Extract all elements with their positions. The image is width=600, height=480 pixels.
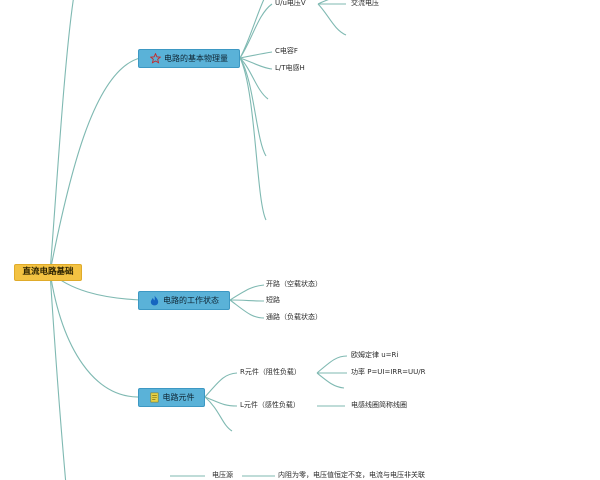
star-outline-icon <box>150 53 161 64</box>
topic-node-working-states[interactable]: 电路的工作状态 <box>138 291 230 310</box>
link-elements-r <box>204 372 238 398</box>
link-states-closed <box>229 299 265 319</box>
leaf-coil[interactable]: 电感线圈简称线圈 <box>351 401 407 409</box>
leaf-power[interactable]: 功率 P=UI=IRR=UU/R <box>351 368 426 376</box>
root-label: 直流电路基础 <box>22 267 74 278</box>
leaf-voltage[interactable]: U/u电压V <box>275 0 306 7</box>
link-r-down <box>316 372 345 389</box>
leaf-r-element[interactable]: R元件（阻性负载） <box>240 368 301 376</box>
link-voltage-down <box>317 3 347 36</box>
link-quantities-empty-1 <box>239 57 269 100</box>
leaf-l-element[interactable]: L元件（感性负载） <box>240 401 300 409</box>
leaf-open-circuit[interactable]: 开路（空载状态） <box>266 280 322 288</box>
link-quantities-inductance <box>239 57 273 70</box>
link-states-short <box>229 299 265 302</box>
leaf-capacitance[interactable]: C电容F <box>275 47 298 55</box>
link-root-down <box>49 271 67 480</box>
root-node[interactable]: 直流电路基础 <box>14 264 82 281</box>
topic-label: 电路的基本物理量 <box>164 53 228 63</box>
link-voltage-up <box>317 0 329 5</box>
link-quantities-top <box>239 0 265 59</box>
link-root-quantities <box>49 57 141 273</box>
link-quantities-empty-2 <box>239 57 267 157</box>
topic-node-circuit-elements[interactable]: 电路元件 <box>138 388 205 407</box>
link-r-ohm <box>316 355 348 374</box>
leaf-short-circuit[interactable]: 短路 <box>266 296 280 304</box>
link-quantities-empty-3 <box>239 57 267 221</box>
leaf-voltage-source[interactable]: 电压源 <box>212 471 233 479</box>
leaf-ohms-law[interactable]: 欧姆定律 u=Ri <box>351 351 399 359</box>
flame-icon <box>149 295 160 306</box>
link-elements-l <box>204 396 238 407</box>
link-elements-down <box>204 396 233 432</box>
document-icon <box>149 392 160 403</box>
leaf-ac-voltage[interactable]: 交流电压 <box>351 0 379 7</box>
leaf-inductance[interactable]: L/T电感H <box>275 64 305 72</box>
link-quantities-capacitance <box>239 51 273 59</box>
topic-label: 电路元件 <box>162 392 195 402</box>
link-root-elements <box>49 271 141 398</box>
leaf-closed-circuit[interactable]: 通路（负载状态） <box>266 313 322 321</box>
link-states-open <box>229 284 265 301</box>
topic-label: 电路的工作状态 <box>163 295 219 305</box>
link-root-up <box>49 0 74 273</box>
topic-node-basic-quantities[interactable]: 电路的基本物理量 <box>138 49 240 68</box>
leaf-voltage-source-desc[interactable]: 内阻为零，电压值恒定不变，电流与电压非关联 <box>278 471 425 479</box>
link-quantities-voltage <box>239 3 273 59</box>
